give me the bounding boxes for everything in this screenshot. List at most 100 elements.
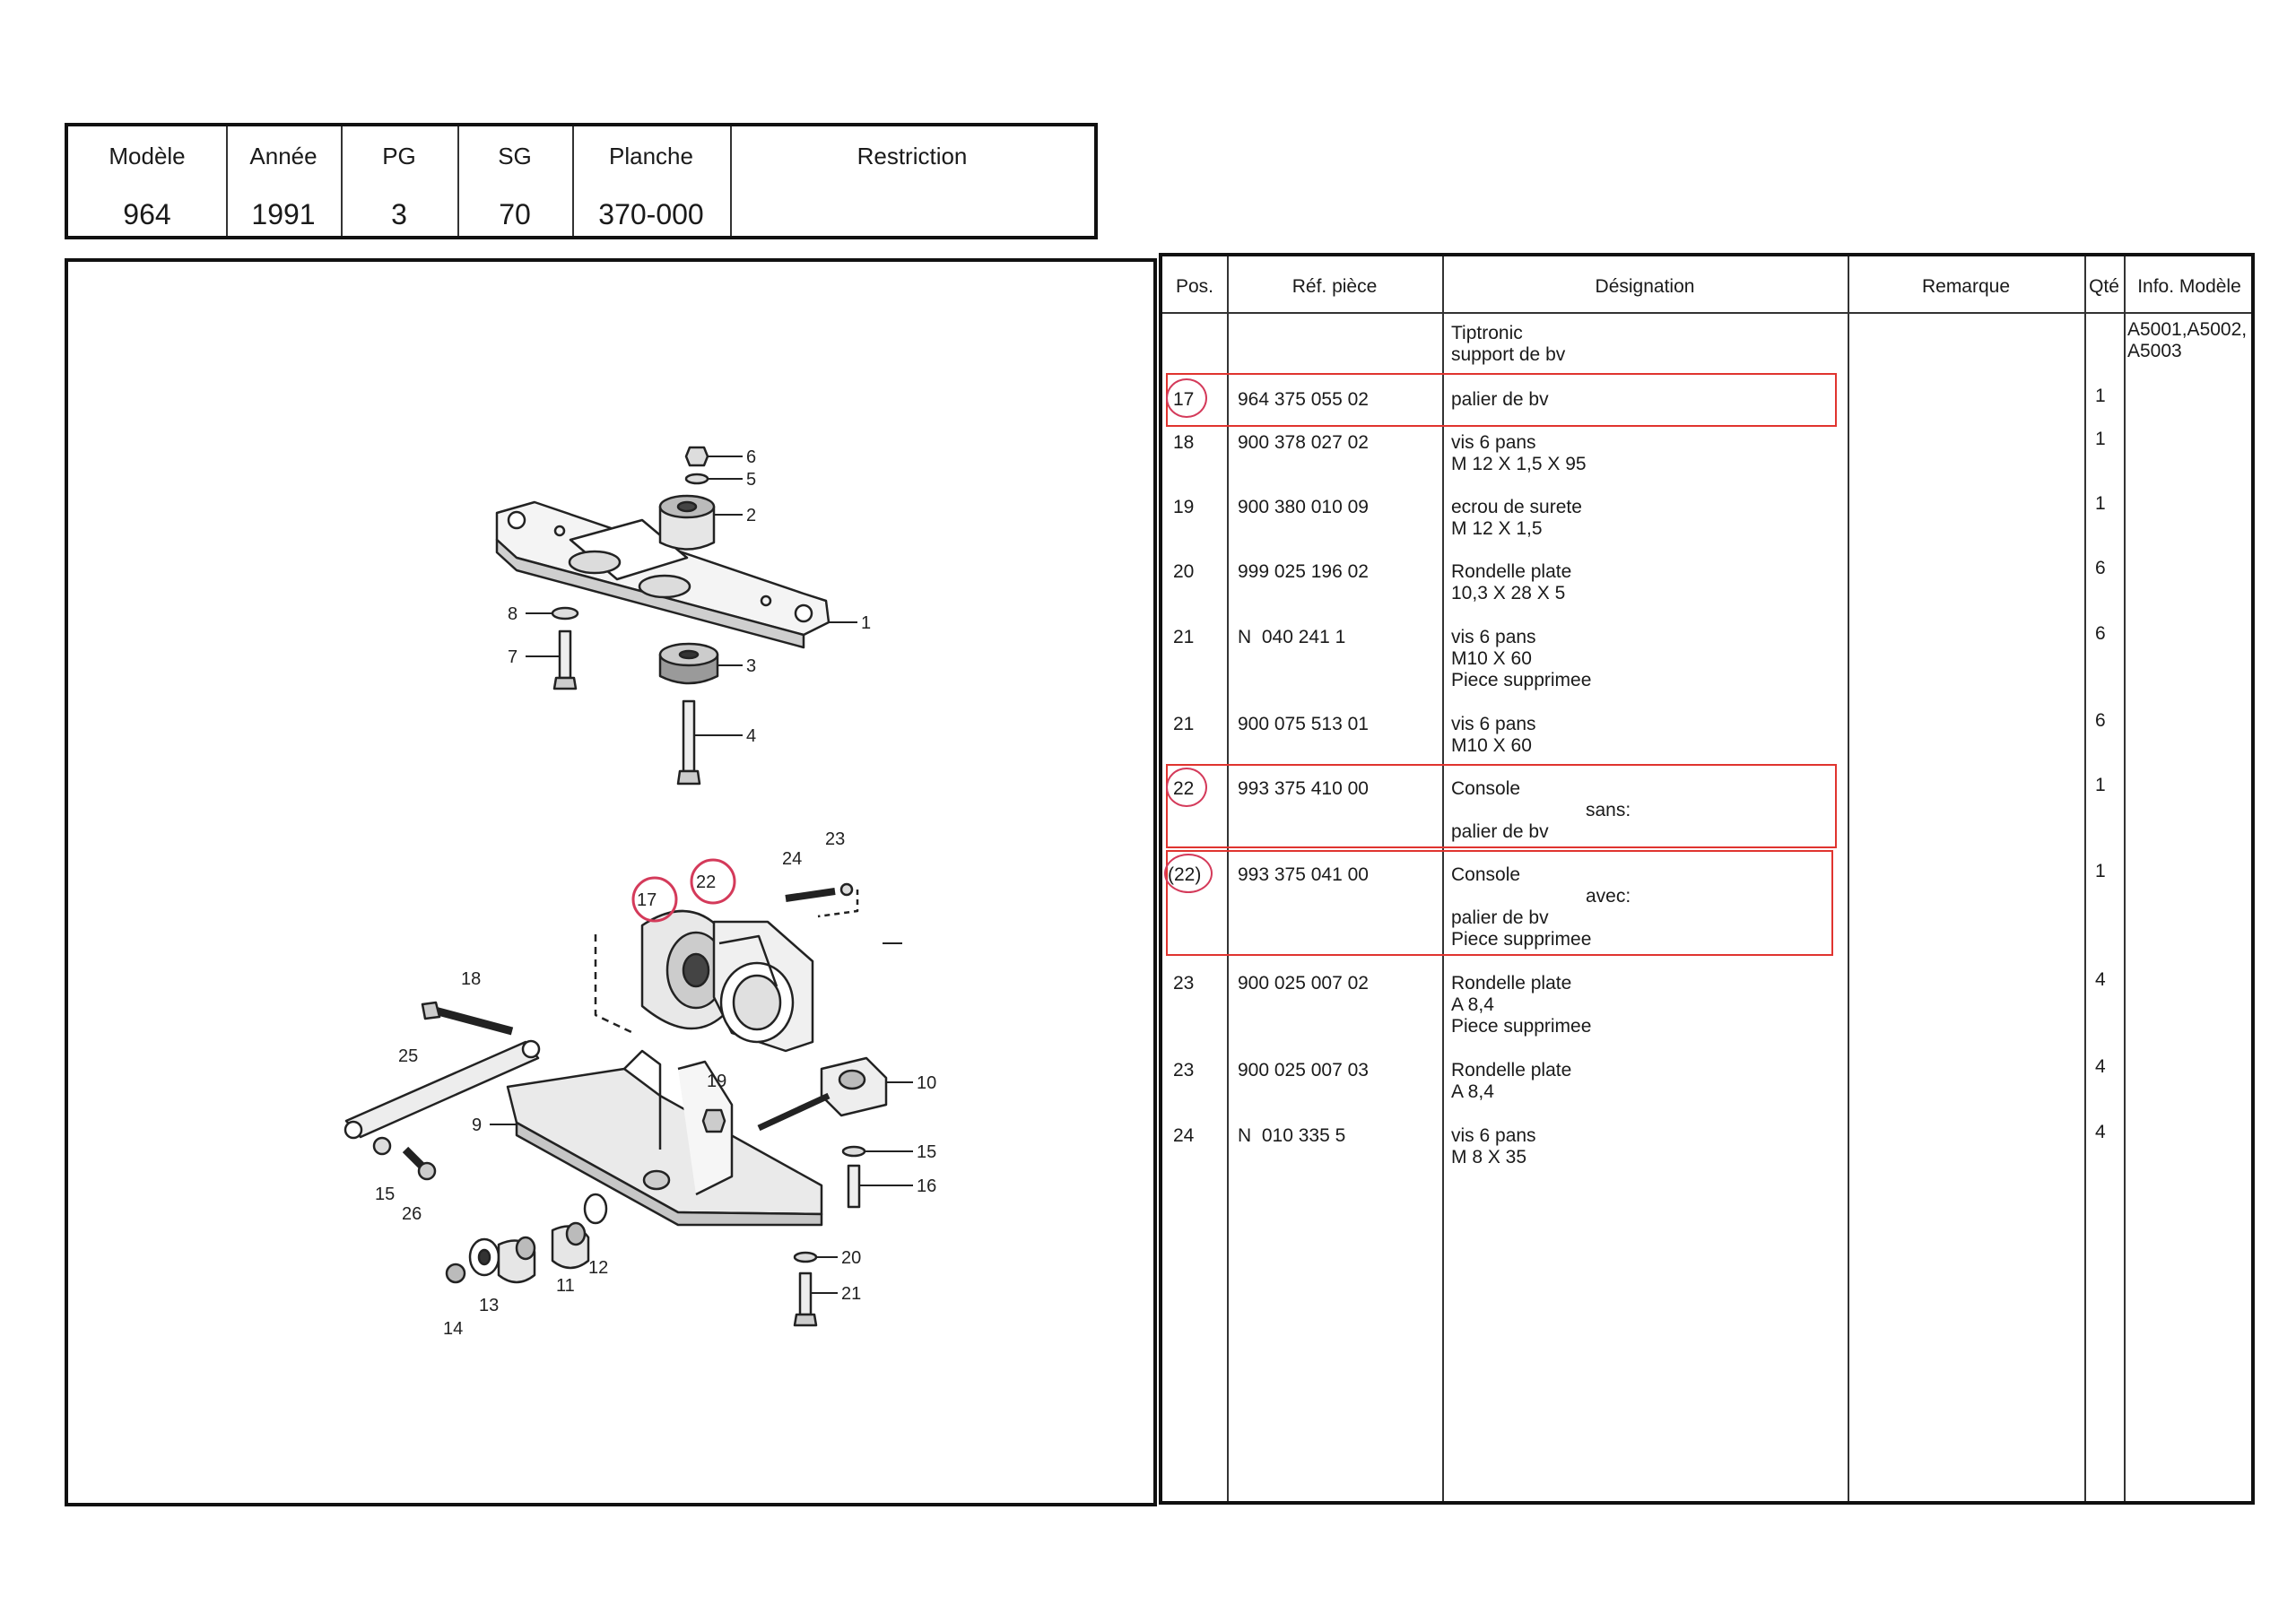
diagram-canvas: 6 5 2 1 8 7 3 4 23 24 17 22 18 25 19 10 … [344, 446, 936, 1339]
header-label-annee: Année [249, 143, 317, 169]
header-rule [1162, 312, 2251, 314]
crossmember-upper [495, 500, 831, 649]
col-header-info: Info. Modèle [2137, 276, 2241, 297]
row-pos: 18 [1173, 432, 1195, 453]
callout-label: 2 [746, 506, 756, 525]
row-pos: 20 [1173, 561, 1195, 582]
header-label-sg: SG [498, 143, 532, 169]
row-ref: N 040 241 1 [1238, 627, 1346, 647]
row-designation: palier de bv [1451, 389, 1549, 410]
bearing-17 [594, 909, 734, 1035]
row-qte: 6 [2095, 710, 2106, 731]
callout-label: 23 [825, 829, 845, 849]
row-designation: vis 6 pans M10 X 60 Piece supprimee [1451, 627, 1592, 690]
row-designation-note: avec: [1586, 886, 1631, 907]
callout-label: 18 [461, 969, 481, 989]
row-ref: 993 375 410 00 [1238, 778, 1369, 799]
row-pos: 23 [1173, 973, 1195, 994]
callout-label: 20 [841, 1248, 861, 1268]
row-qte: 6 [2095, 558, 2106, 578]
callout-label: 12 [588, 1258, 608, 1278]
row-ref: 900 380 010 09 [1238, 497, 1369, 517]
callout-label: 14 [443, 1319, 463, 1339]
callout-label: 15 [917, 1142, 936, 1162]
header-value-sg: 70 [499, 198, 531, 230]
row-designation: Console [1451, 864, 1521, 885]
header-value-planche: 370-000 [598, 198, 704, 230]
row-designation: ecrou de surete M 12 X 1,5 [1451, 497, 1582, 539]
callout-label: 16 [917, 1176, 936, 1196]
callout-label: 15 [375, 1185, 395, 1204]
callout-label: 19 [707, 1072, 726, 1091]
row-designation: vis 6 pans M 12 X 1,5 X 95 [1451, 432, 1587, 474]
row-qte: 6 [2095, 623, 2106, 644]
highlight-circle-pos-22 [1166, 768, 1207, 807]
row-designation: vis 6 pans M 8 X 35 [1451, 1125, 1536, 1167]
row-ref: 993 375 041 00 [1238, 864, 1369, 885]
col-header-designation: Désignation [1595, 276, 1695, 297]
row-qte: 1 [2095, 429, 2106, 449]
row-designation: Rondelle plate 10,3 X 28 X 5 [1451, 561, 1572, 603]
row-qte: 4 [2095, 1122, 2106, 1142]
callout-label: 8 [508, 604, 517, 624]
console-22 [712, 920, 814, 1053]
highlight-circles [631, 858, 736, 923]
highlight-circle-pos-17 [1166, 378, 1207, 418]
row-pos: 21 [1173, 714, 1195, 734]
exploded-parts-diagram: 6 5 2 1 8 7 3 4 23 24 17 22 18 25 19 10 … [65, 258, 1157, 1506]
intro-designation: Tiptronic support de bv [1451, 323, 1566, 365]
callout-label: 6 [746, 447, 756, 467]
callout-label: 11 [556, 1276, 575, 1296]
row-designation: Rondelle plate A 8,4 Piece supprimee [1451, 973, 1592, 1037]
header-divider [341, 126, 343, 236]
row-pos: 19 [1173, 497, 1195, 517]
row-designation: Console [1451, 778, 1521, 799]
row-qte: 1 [2095, 493, 2106, 514]
highlight-box-row-17 [1166, 373, 1837, 427]
col-header-qte: Qté [2089, 276, 2119, 297]
bolt-4 [676, 699, 701, 785]
callout-label: 1 [861, 613, 871, 633]
crossmember-lower-9 [506, 1049, 823, 1227]
col-header-pos: Pos. [1175, 276, 1214, 297]
callout-label: 21 [841, 1284, 861, 1304]
row-ref: 964 375 055 02 [1238, 389, 1369, 410]
column-divider [2124, 256, 2126, 1501]
rubber-mount-3 [658, 642, 719, 685]
col-header-ref: Réf. pièce [1292, 276, 1378, 297]
row-qte: 4 [2095, 969, 2106, 990]
callout-label: 13 [479, 1296, 499, 1315]
row-ref: 900 075 513 01 [1238, 714, 1369, 734]
row-ref: 900 378 027 02 [1238, 432, 1369, 453]
row-designation-tail: palier de bv Piece supprimee [1451, 907, 1592, 950]
callout-label: 24 [782, 849, 802, 869]
row-designation: vis 6 pans M10 X 60 [1451, 714, 1536, 756]
callout-label: 5 [746, 470, 756, 490]
row-qte: 4 [2095, 1056, 2106, 1077]
header-info-table: Modèle 964 Année 1991 PG 3 SG 70 Planche… [65, 123, 1098, 239]
strut-25 [344, 1039, 541, 1140]
callout-label: 10 [917, 1073, 936, 1093]
callout-label: 4 [746, 726, 756, 746]
row-pos: 24 [1173, 1125, 1195, 1146]
callout-label: 17 [637, 890, 657, 910]
row-qte: 1 [2095, 861, 2106, 881]
header-value-modele: 964 [123, 198, 171, 230]
callout-label: 25 [398, 1046, 418, 1066]
row-designation-note: sans: [1586, 800, 1631, 820]
nut-6-washer-5 [684, 446, 709, 485]
callout-label: 9 [472, 1115, 482, 1135]
row-ref: 999 025 196 02 [1238, 561, 1369, 582]
header-value-annee: 1991 [251, 198, 316, 230]
column-divider [2084, 256, 2086, 1501]
washer-8-bolt-7 [551, 606, 579, 690]
column-divider [1442, 256, 1444, 1501]
header-label-modele: Modèle [109, 143, 186, 169]
callout-label: 26 [402, 1204, 422, 1224]
row-designation-tail: palier de bv [1451, 821, 1549, 842]
row-pos: 23 [1173, 1060, 1195, 1081]
header-divider [457, 126, 459, 236]
column-divider [1227, 256, 1229, 1501]
callout-label: 3 [746, 656, 756, 676]
header-divider [226, 126, 228, 236]
